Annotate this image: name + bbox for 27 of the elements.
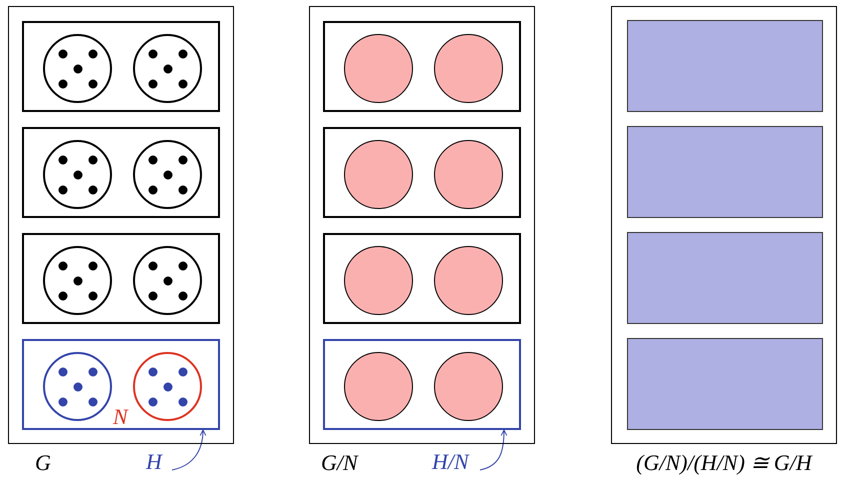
quotient-box [627,20,823,112]
coset-box [323,339,521,430]
coset-box [22,339,220,430]
arrow [480,430,508,470]
quotient-box [627,126,823,218]
math-label: H [146,450,168,474]
quotient-box [627,338,823,430]
coset-box [323,21,521,112]
coset-circle [43,246,112,315]
coset-box [323,127,521,218]
coset-box [22,127,220,218]
math-label: H/N [432,450,476,474]
math-label: G [35,451,51,475]
coset-box [22,233,220,324]
coset-circle [133,140,202,209]
coset-circle [133,246,202,315]
coset-circle [133,34,202,103]
math-label: N [113,405,128,429]
math-label: G/N [321,451,358,475]
math-label: (G/N)/(H/N) ≅ G/H [636,451,812,475]
coset-circle [43,140,112,209]
coset-box [22,21,220,112]
coset-box [323,233,521,324]
coset-circle [43,34,112,103]
quotient-box [627,232,823,324]
arrow [172,430,206,470]
coset-circle [43,352,112,421]
